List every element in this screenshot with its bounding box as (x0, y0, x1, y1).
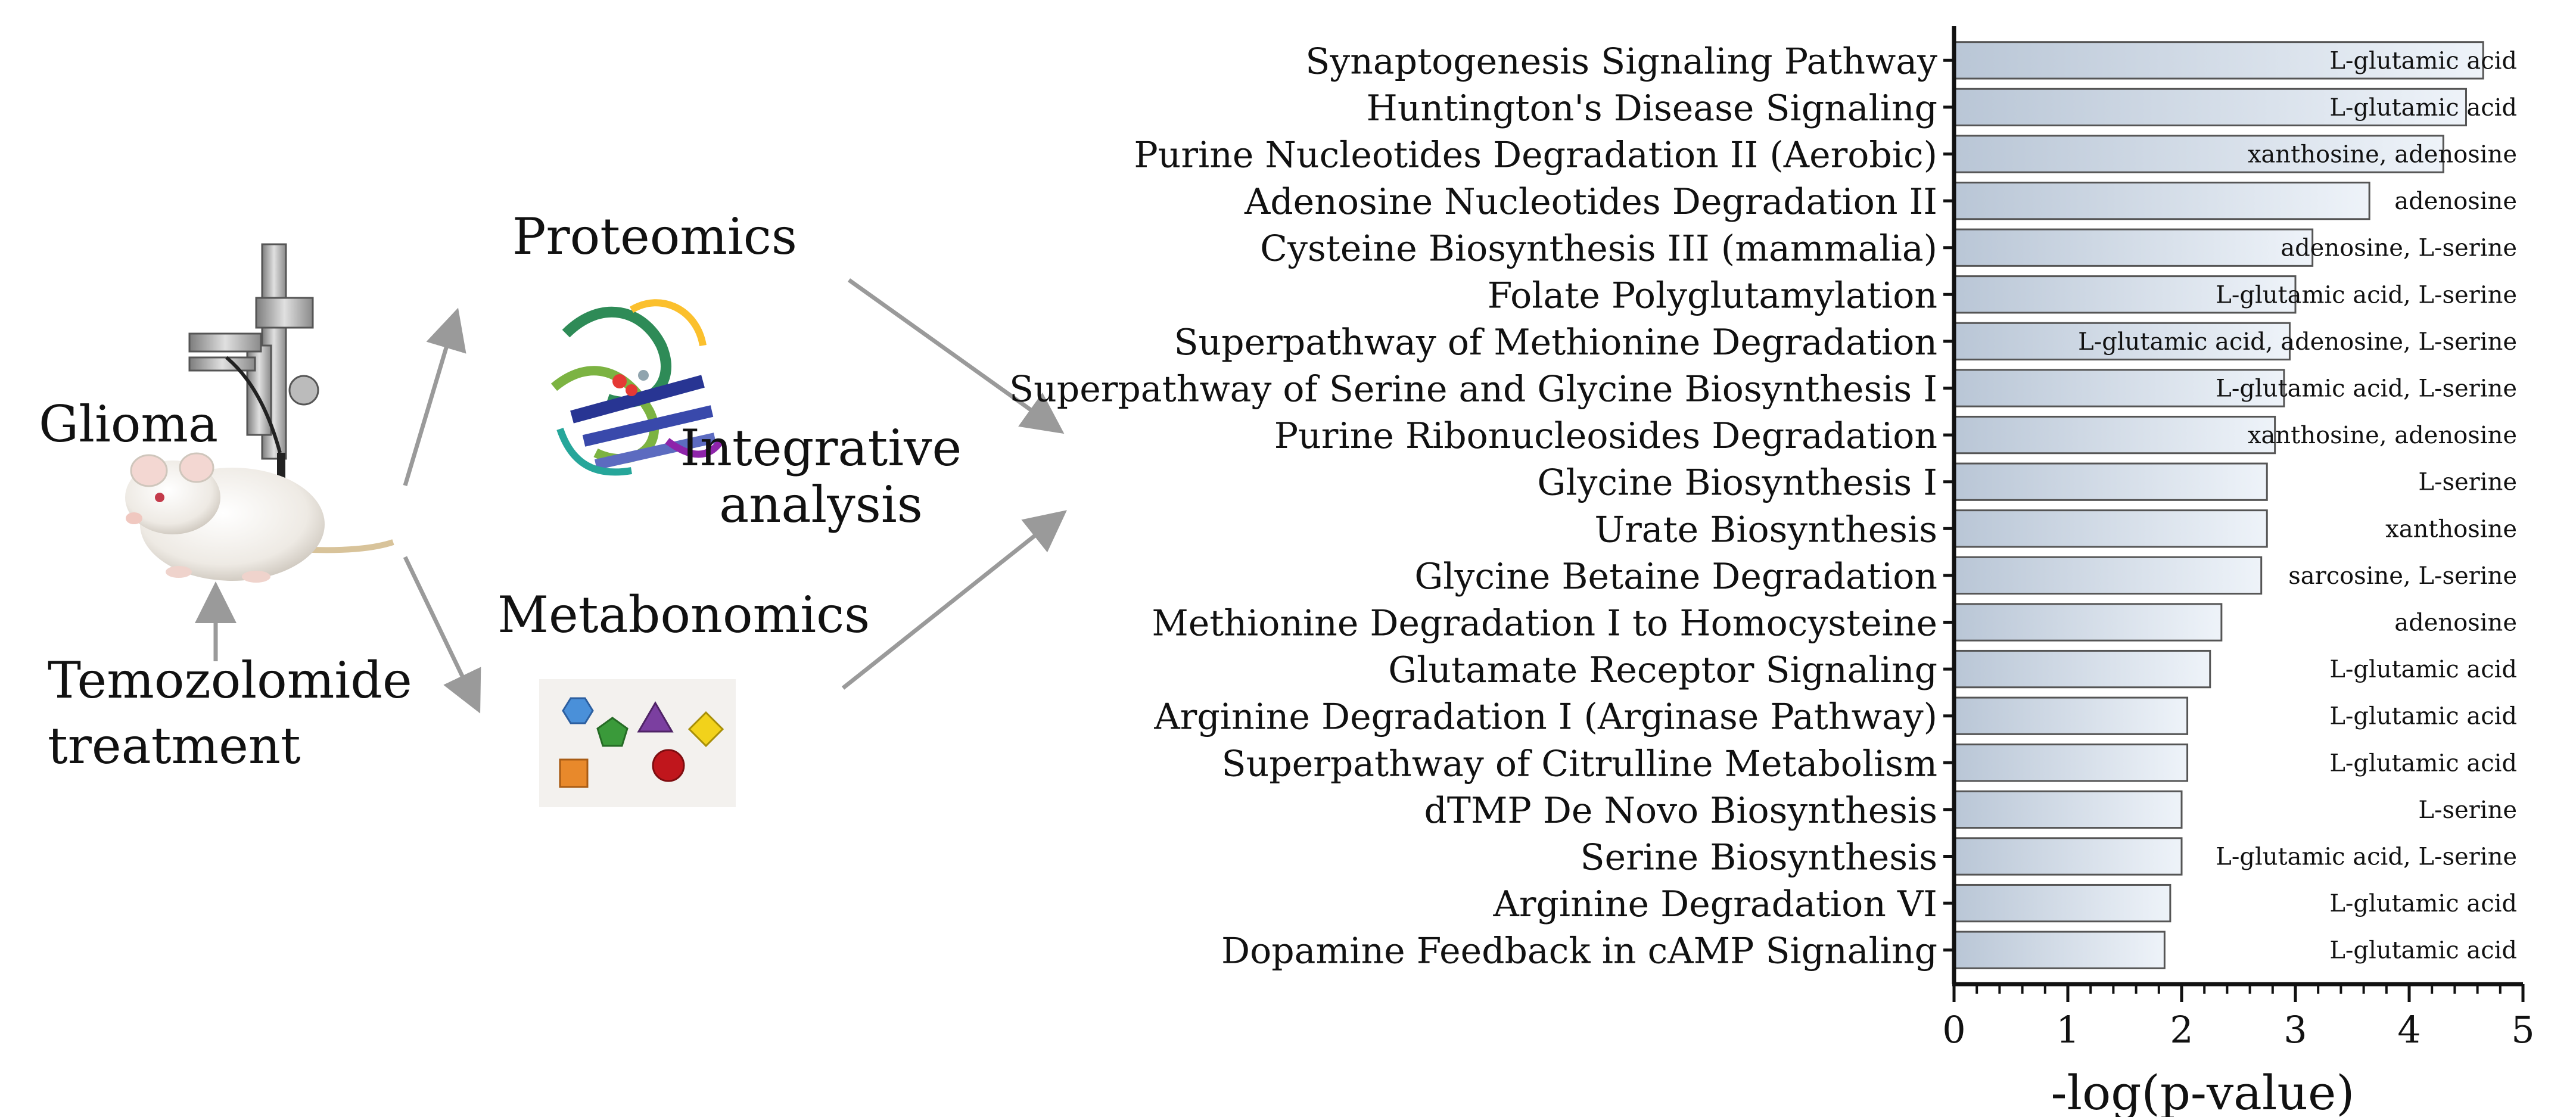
bar (1953, 275, 2297, 314)
workflow-schematic (125, 243, 1067, 807)
bar-annotation: L-glutamic acid, adenosine, L-serine (2078, 328, 2517, 356)
category-label: Folate Polyglutamylation (1488, 275, 1937, 316)
glioma-label: Glioma (39, 395, 219, 453)
bar (1953, 883, 2171, 923)
bar (1953, 931, 2166, 969)
proteomics-label: Proteomics (512, 207, 797, 266)
x-tick-label: 5 (2511, 1008, 2534, 1051)
bar (1953, 181, 2370, 220)
bar-annotation: adenosine (2394, 609, 2517, 637)
bar (1953, 369, 2285, 407)
x-tick-label: 4 (2397, 1008, 2421, 1051)
stereotaxic-injector-icon (188, 243, 319, 489)
category-label: Superpathway of Methionine Degradation (1174, 322, 1937, 363)
bar-annotation: sarcosine, L-serine (2288, 562, 2517, 590)
bar-annotation: xanthosine, adenosine (2248, 422, 2517, 449)
category-label: Adenosine Nucleotides Degradation II (1244, 181, 1937, 223)
bar-annotation: L-glutamic acid (2329, 890, 2517, 917)
bar-annotation: adenosine, L-serine (2281, 235, 2517, 262)
bar (1953, 790, 2183, 829)
metabolite-shapes-icon (539, 679, 736, 807)
category-label: Serine Biosynthesis (1581, 837, 1937, 879)
x-axis-title: -log(p-value) (2051, 1065, 2355, 1117)
bar-annotation: L-glutamic acid, L-serine (2216, 375, 2517, 403)
category-label: Glutamate Receptor Signaling (1388, 649, 1937, 691)
bar-annotation: L-glutamic acid (2329, 94, 2517, 122)
bar-annotation: L-glutamic acid, L-serine (2216, 281, 2517, 309)
bar (1953, 603, 2223, 642)
category-label: Arginine Degradation VI (1493, 883, 1938, 925)
bar (1953, 696, 2189, 735)
category-label: Huntington's Disease Signaling (1367, 88, 1937, 129)
bar (1953, 837, 2183, 876)
integrative-label-line1: Integrative (680, 419, 962, 477)
treatment-label-line2: treatment (48, 717, 301, 775)
arrow-icon (403, 278, 1067, 714)
category-label: Glycine Biosynthesis I (1537, 462, 1937, 504)
rat-icon (125, 452, 394, 583)
category-label: Dopamine Feedback in cAMP Signaling (1221, 931, 1937, 972)
category-label: Synaptogenesis Signaling Pathway (1305, 41, 1937, 82)
category-label: Purine Ribonucleosides Degradation (1274, 415, 1937, 457)
bar (1953, 649, 2211, 689)
bar-annotation: L-glutamic acid (2329, 656, 2517, 683)
integrative-label-line2: analysis (719, 475, 923, 534)
category-label: Superpathway of Citrulline Metabolism (1221, 743, 1937, 785)
x-tick-label: 3 (2283, 1008, 2307, 1051)
category-label: Arginine Degradation I (Arginase Pathway… (1153, 696, 1937, 738)
bar-annotation: L-glutamic acid (2329, 703, 2517, 730)
x-tick-label: 0 (1942, 1008, 1965, 1051)
bar-annotation: xanthosine, adenosine (2248, 141, 2517, 169)
bar-annotation: L-serine (2418, 469, 2517, 496)
bar (1953, 135, 2444, 173)
category-label: Methionine Degradation I to Homocysteine (1152, 603, 1937, 645)
bar-annotation: L-glutamic acid (2329, 937, 2517, 964)
bar (1953, 743, 2189, 782)
x-tick-label: 1 (2056, 1008, 2079, 1051)
bar (1953, 41, 2484, 80)
bar (1953, 415, 2276, 455)
protein-structure-icon (550, 299, 724, 476)
bar (1953, 228, 2314, 267)
category-label: Purine Nucleotides Degradation II (Aerob… (1134, 135, 1937, 176)
metabonomics-label: Metabonomics (497, 586, 870, 644)
bar-annotation: adenosine (2394, 188, 2517, 215)
bar-annotation: L-serine (2418, 796, 2517, 824)
bar-annotation: L-glutamic acid (2329, 47, 2517, 74)
treatment-label-line1: Temozolomide (48, 651, 412, 710)
bar (1953, 88, 2467, 127)
bar-annotation: L-glutamic acid, L-serine (2216, 844, 2517, 871)
category-label: dTMP De Novo Biosynthesis (1424, 790, 1937, 832)
category-label: Glycine Betaine Degradation (1414, 556, 1937, 598)
category-label: Urate Biosynthesis (1595, 509, 1937, 550)
bar (1953, 556, 2263, 595)
x-tick-label: 2 (2170, 1008, 2193, 1051)
category-label: Superpathway of Serine and Glycine Biosy… (1009, 369, 1937, 410)
bar (1953, 509, 2268, 548)
bar-annotation: L-glutamic acid (2329, 749, 2517, 777)
bar (1953, 462, 2268, 501)
bar-annotation: xanthosine (2385, 515, 2517, 543)
category-label: Cysteine Biosynthesis III (mammalia) (1260, 228, 1937, 270)
bar (1953, 322, 2291, 361)
